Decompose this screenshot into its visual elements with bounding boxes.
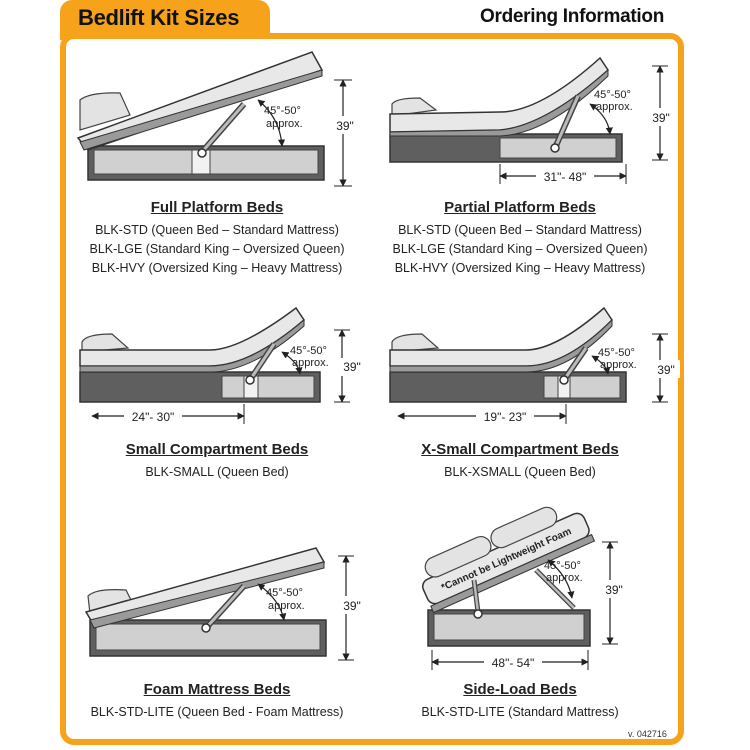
foam-mattress-bed-diagram: 39" 45°-50° approx. (84, 547, 366, 661)
x-small-compartment-width-label: 19"- 23" (484, 410, 527, 424)
full-platform-line-1: BLK-STD (Queen Bed – Standard Mattress) (95, 223, 339, 237)
small-compartment-section: Small Compartment Beds BLK-SMALL (Queen … (72, 441, 362, 482)
x-small-compartment-bed-diagram: 39" 19"- 23" 45°-50° approx. (389, 306, 680, 424)
partial-platform-section: Partial Platform Beds BLK-STD (Queen Bed… (372, 199, 668, 278)
full-platform-bed-diagram: 39" 45°-50° approx. (76, 51, 360, 187)
foam-mattress-approx-label: approx. (268, 600, 305, 612)
side-load-line-1: BLK-STD-LITE (Standard Mattress) (421, 705, 619, 719)
side-load-angle-label: 45°-50° (544, 560, 581, 572)
side-load-section: Side-Load Beds BLK-STD-LITE (Standard Ma… (372, 681, 668, 722)
small-compartment-angle-label: 45°-50° (290, 345, 327, 357)
version-label: v. 042716 (628, 729, 667, 739)
partial-platform-title: Partial Platform Beds (444, 199, 596, 216)
full-platform-line-3: BLK-HVY (Oversized King – Heavy Mattress… (91, 261, 343, 275)
page-title: Bedlift Kit Sizes (78, 5, 240, 30)
side-load-title: Side-Load Beds (463, 681, 577, 698)
foam-mattress-title: Foam Mattress Beds (143, 681, 291, 698)
full-platform-height-label: 39" (336, 119, 354, 133)
partial-platform-height-label: 39" (652, 111, 670, 125)
side-load-approx-label: approx. (546, 572, 583, 584)
small-compartment-title: Small Compartment Beds (125, 441, 309, 458)
side-load-bed-diagram: *Cannot be Lightweight Foam 39" 48"- 54"… (422, 506, 628, 670)
ordering-information-title: Ordering Information (480, 6, 665, 27)
partial-platform-line-2: BLK-LGE (Standard King – Oversized Queen… (392, 242, 648, 256)
side-load-height-label: 39" (605, 583, 623, 597)
small-compartment-height-label: 39" (343, 360, 361, 374)
x-small-compartment-line-1: BLK-XSMALL (Queen Bed) (444, 465, 596, 479)
partial-platform-line-3: BLK-HVY (Oversized King – Heavy Mattress… (394, 261, 646, 275)
small-compartment-width-label: 24"- 30" (132, 410, 175, 424)
small-compartment-bed-diagram: 39" 24"- 30" 45°-50° approx. (79, 306, 366, 424)
x-small-compartment-height-label: 39" (657, 363, 675, 377)
side-load-width-label: 48"- 54" (492, 656, 535, 670)
partial-platform-angle-label: 45°-50° (594, 89, 631, 101)
x-small-compartment-angle-label: 45°-50° (598, 347, 635, 359)
full-platform-line-2: BLK-LGE (Standard King – Oversized Queen… (89, 242, 345, 256)
x-small-compartment-approx-label: approx. (600, 359, 637, 371)
partial-platform-approx-label: approx. (596, 101, 633, 113)
foam-mattress-angle-label: 45°-50° (266, 587, 303, 599)
x-small-compartment-title: X-Small Compartment Beds (421, 441, 619, 458)
foam-mattress-section: Foam Mattress Beds BLK-STD-LITE (Queen B… (72, 681, 362, 722)
full-platform-approx-label: approx. (266, 118, 303, 130)
x-small-compartment-section: X-Small Compartment Beds BLK-XSMALL (Que… (372, 441, 668, 482)
partial-platform-width-label: 31"- 48" (544, 170, 587, 184)
small-compartment-line-1: BLK-SMALL (Queen Bed) (145, 465, 289, 479)
small-compartment-approx-label: approx. (292, 357, 329, 369)
foam-mattress-height-label: 39" (343, 599, 361, 613)
full-platform-title: Full Platform Beds (150, 199, 284, 216)
foam-mattress-line-1: BLK-STD-LITE (Queen Bed - Foam Mattress) (90, 705, 344, 719)
partial-platform-line-1: BLK-STD (Queen Bed – Standard Mattress) (398, 223, 642, 237)
full-platform-angle-label: 45°-50° (264, 105, 301, 117)
full-platform-section: Full Platform Beds BLK-STD (Queen Bed – … (72, 199, 362, 278)
partial-platform-bed-diagram: 39" 31"- 48" 45°-50° approx. (389, 56, 676, 184)
